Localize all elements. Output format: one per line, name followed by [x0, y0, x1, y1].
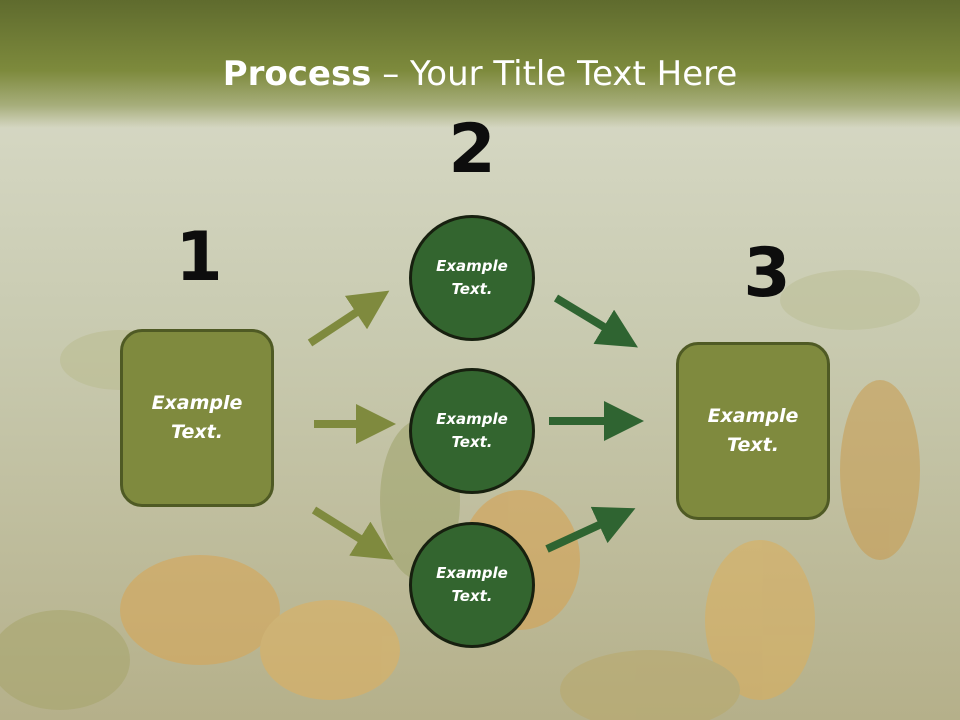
step-3-box: Example Text.: [676, 342, 830, 520]
step-1-text: Example Text.: [151, 392, 243, 443]
title-bar: [0, 0, 960, 128]
title-rest: – Your Title Text Here: [371, 54, 738, 94]
arrow-bottom-to-3: [545, 506, 636, 553]
circle-top-text: Example Text.: [436, 257, 508, 298]
slide-title: Process – Your Title Text Here: [0, 50, 960, 98]
step-1-box: Example Text.: [120, 329, 274, 507]
circle-middle: Example Text.: [409, 368, 535, 494]
circle-bottom: Example Text.: [409, 522, 535, 648]
step-number-3: 3: [743, 234, 791, 313]
title-bold: Process: [222, 54, 372, 94]
circle-bottom-text: Example Text.: [436, 564, 508, 605]
circle-middle-text: Example Text.: [436, 410, 508, 451]
step-3-text: Example Text.: [707, 405, 799, 456]
arrow-1-to-top: [307, 290, 390, 347]
arrow-1-to-bottom: [311, 506, 394, 560]
step-number-1: 1: [175, 218, 223, 297]
arrow-top-to-3: [553, 294, 638, 348]
circle-top: Example Text.: [409, 215, 535, 341]
step-number-2: 2: [448, 110, 496, 189]
